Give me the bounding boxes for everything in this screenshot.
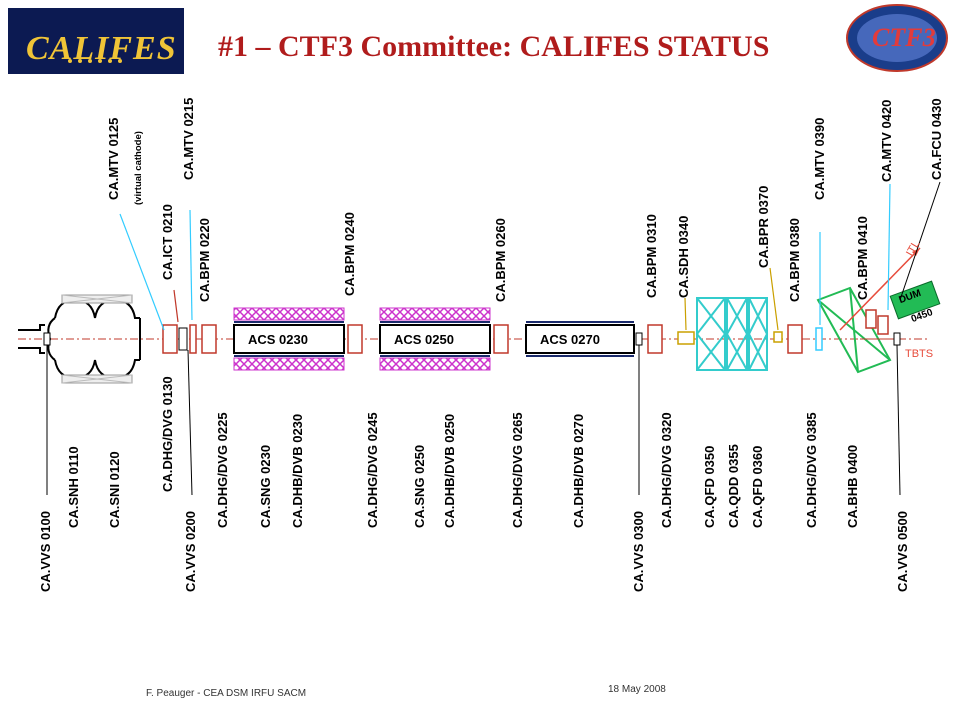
vvs-0100-valve [43, 332, 51, 346]
label-dhg-0265: CA.DHG/DVG 0265 [510, 412, 525, 528]
vvs-0300-valve [635, 332, 643, 346]
label-vvs-0100: CA.VVS 0100 [38, 511, 53, 592]
vvs-0500-valve [893, 332, 901, 346]
label-qfd-0360: CA.QFD 0360 [750, 445, 765, 528]
bpr-0370 [773, 331, 783, 343]
vvs-0200-valve [178, 327, 188, 351]
sng-0250-bottom [379, 357, 491, 371]
label-mtv-0125: CA.MTV 0125 [106, 117, 121, 200]
sng-0230-top [233, 307, 345, 321]
dhg-0225 [201, 324, 217, 354]
bhb-0400-dipole [816, 286, 892, 374]
acs-0250-label: ACS 0250 [394, 332, 454, 347]
label-bpr-0370: CA.BPR 0370 [756, 185, 771, 268]
sdh-0340 [677, 331, 695, 345]
label-bpm-0240: CA.BPM 0240 [342, 212, 357, 296]
label-fcu-0430: CA.FCU 0430 [929, 98, 944, 180]
quadrupole-triplet [695, 297, 769, 371]
label-sdh-0340: CA.SDH 0340 [676, 215, 691, 298]
acs-0230-label: ACS 0230 [248, 332, 308, 347]
acs-0230 [233, 324, 345, 354]
label-bpm-0410: CA.BPM 0410 [855, 216, 870, 300]
sng-0250-top [379, 307, 491, 321]
label-mtv-0215: CA.MTV 0215 [181, 97, 196, 180]
footer-date: 18 May 2008 [608, 684, 666, 695]
label-bpm-0310: CA.BPM 0310 [644, 214, 659, 298]
dhg-0320 [647, 324, 663, 354]
label-dhg-0320: CA.DHG/DVG 0320 [659, 412, 674, 528]
label-qdd-0355: CA.QDD 0355 [726, 444, 741, 528]
mtv-0390 [815, 327, 823, 351]
label-vvs-0200: CA.VVS 0200 [183, 511, 198, 592]
califes-logo: CALIFES [8, 8, 184, 74]
label-bpm-0220: CA.BPM 0220 [197, 218, 212, 302]
label-mtv-0420: CA.MTV 0420 [879, 99, 894, 182]
label-bhb-0400: CA.BHB 0400 [845, 444, 860, 528]
label-bpm-0380: CA.BPM 0380 [787, 218, 802, 302]
label-dhb-0270: CA.DHB/DVB 0270 [571, 413, 586, 528]
label-dhb-0230: CA.DHB/DVB 0230 [290, 413, 305, 528]
label-bpm-0260: CA.BPM 0260 [493, 218, 508, 302]
dhg-0265 [493, 324, 509, 354]
itl-line [839, 247, 921, 331]
label-vvs-0500: CA.VVS 0500 [895, 511, 910, 592]
label-vvs-0300: CA.VVS 0300 [631, 511, 646, 592]
label-sni-0120: CA.SNI 0120 [107, 451, 122, 528]
mtv-0215 [189, 324, 197, 354]
dhg-0130 [162, 324, 178, 354]
page-title: #1 – CTF3 Committee: CALIFES STATUS [218, 30, 770, 63]
label-snh-0110: CA.SNH 0110 [66, 446, 81, 528]
dhg-0385 [787, 324, 803, 354]
dhg-0245 [347, 324, 363, 354]
label-dhg-0130: CA.DHG/DVG 0130 [160, 376, 175, 492]
label-sng-0230: CA.SNG 0230 [258, 444, 273, 528]
label-dhg-0385: CA.DHG/DVG 0385 [804, 412, 819, 528]
footer-author: F. Peauger - CEA DSM IRFU SACM [146, 688, 307, 699]
bpm-0410 [865, 309, 877, 329]
tbts-label: TBTS [905, 348, 933, 360]
label-qfd-0350: CA.QFD 0350 [702, 445, 717, 528]
ctf3-logo-text: CTF3 [872, 23, 936, 52]
label-dhg-0245: CA.DHG/DVG 0245 [365, 412, 380, 528]
label-sng-0250: CA.SNG 0250 [412, 444, 427, 528]
sng-0230-bottom [233, 357, 345, 371]
acs-0270-label: ACS 0270 [540, 332, 600, 347]
label-dhg-0225: CA.DHG/DVG 0225 [215, 412, 230, 528]
acs-0270 [525, 324, 635, 354]
acs-0250 [379, 324, 491, 354]
label-mtv-0390: CA.MTV 0390 [812, 117, 827, 200]
label-dhb-0250: CA.DHB/DVB 0250 [442, 413, 457, 528]
label-ict-0210: CA.ICT 0210 [160, 204, 175, 280]
ctf3-logo-icon: CTF3 [846, 4, 948, 72]
logo-dots-icon [68, 59, 122, 63]
label-virtual-cathode: (virtual cathode) [133, 131, 144, 205]
dump-0450 [889, 280, 941, 320]
